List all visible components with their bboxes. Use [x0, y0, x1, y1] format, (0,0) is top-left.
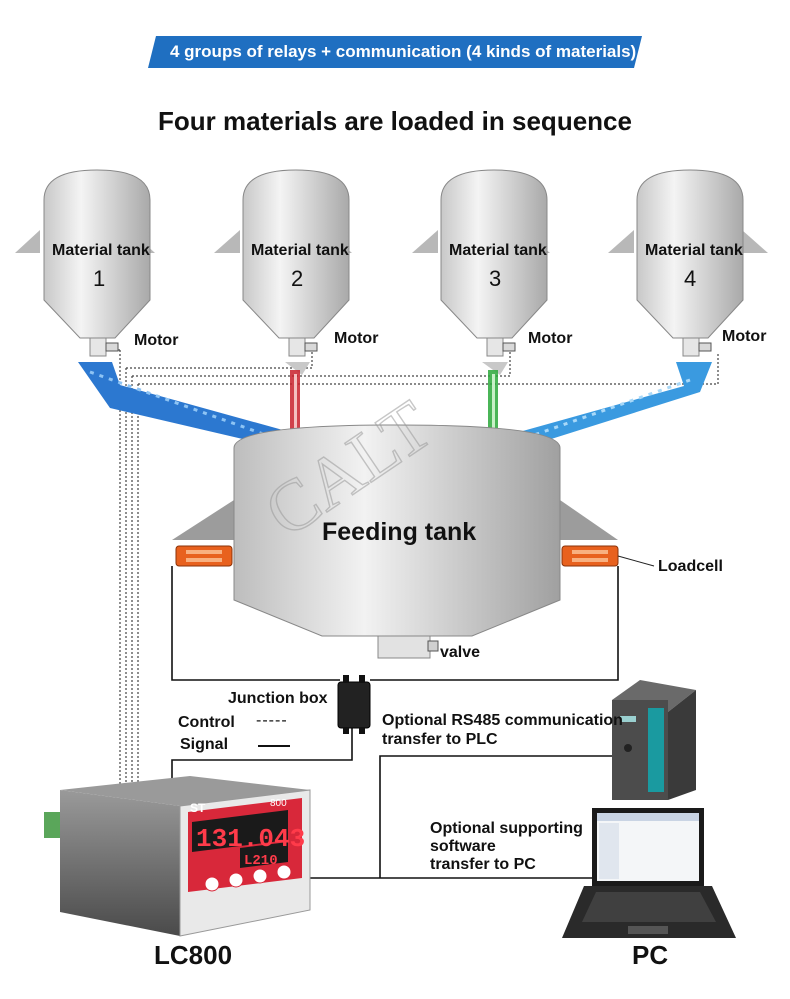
display-brand: ST — [190, 801, 206, 815]
junction-box-label: Junction box — [228, 690, 328, 707]
loadcell-right — [561, 545, 619, 567]
plc-device — [612, 680, 696, 800]
display-sub-reading: L210 — [244, 853, 278, 869]
indicator-name: LC800 — [154, 940, 233, 970]
tank-4-label: Material tank — [645, 242, 743, 259]
motor-3-label: Motor — [528, 330, 573, 347]
lc800-indicator — [44, 776, 311, 937]
banner-text: 4 groups of relays + communication (4 ki… — [170, 42, 637, 61]
material-flow-red — [285, 362, 310, 438]
legend-signal-label: Signal — [180, 736, 229, 753]
legend-control-label: Control — [178, 714, 235, 731]
software-line-1: Optional supporting — [430, 820, 583, 837]
material-flow-green — [482, 362, 508, 440]
tank-4-number: 4 — [684, 266, 697, 291]
material-tank-1 — [15, 169, 155, 357]
control-wires — [98, 349, 719, 790]
material-tank-3 — [412, 169, 550, 357]
rs485-line-2: transfer to PLC — [382, 731, 498, 748]
material-tank-4 — [608, 169, 768, 357]
motor-knobs — [105, 342, 712, 352]
material-flow-blue-right — [505, 362, 712, 452]
display-main-reading: 131.043 — [196, 824, 305, 854]
pc-name: PC — [632, 940, 669, 970]
material-flow-blue-left — [78, 362, 290, 450]
software-line-2: software — [430, 838, 496, 855]
motor-1-label: Motor — [134, 332, 179, 349]
tank-1-number: 1 — [93, 266, 106, 291]
feeding-tank — [172, 424, 618, 659]
legend-control-symbol: ----- — [256, 712, 288, 729]
valve-label: valve — [440, 644, 481, 661]
tank-2-number: 2 — [291, 266, 304, 291]
software-line-3: transfer to PC — [430, 856, 536, 873]
tank-2-label: Material tank — [251, 242, 349, 259]
tank-3-label: Material tank — [449, 242, 547, 259]
laptop-device — [562, 808, 736, 938]
tank-3-number: 3 — [489, 266, 502, 291]
material-tank-2 — [214, 169, 352, 357]
loadcell-label: Loadcell — [658, 558, 723, 575]
rs485-line-1: Optional RS485 communication — [382, 712, 623, 729]
motor-4-label: Motor — [722, 328, 767, 345]
junction-box — [337, 675, 371, 734]
signal-wires — [171, 566, 619, 879]
loadcell-left — [175, 545, 233, 567]
feeding-tank-label: Feeding tank — [322, 518, 477, 546]
tank-1-label: Material tank — [52, 242, 150, 259]
motor-2-label: Motor — [334, 330, 379, 347]
display-model: 800 — [270, 798, 287, 809]
headline: Four materials are loaded in sequence — [158, 106, 632, 136]
